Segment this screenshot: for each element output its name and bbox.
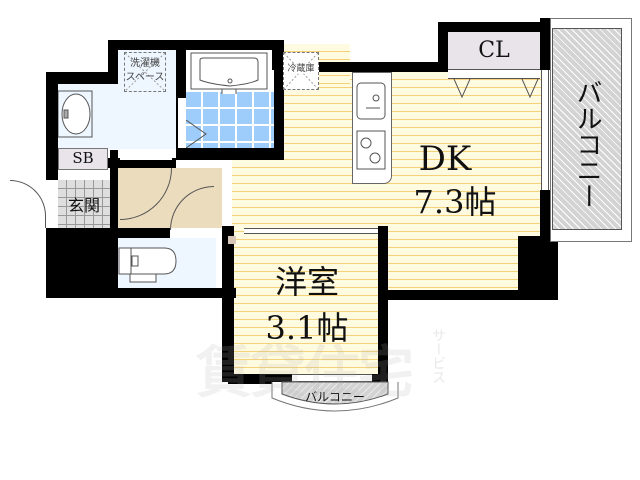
wall-top-left-step bbox=[46, 72, 118, 84]
closet: CL bbox=[448, 32, 540, 70]
wall-bottom-toilet bbox=[46, 288, 236, 298]
sliding-door-western[interactable] bbox=[244, 228, 378, 234]
wall-western-right bbox=[378, 226, 388, 382]
washbasin-icon bbox=[58, 90, 93, 138]
bath-tile-floor bbox=[186, 92, 274, 148]
washer-label-2: スペース bbox=[125, 72, 165, 83]
door-toilet[interactable] bbox=[170, 228, 222, 238]
balcony-east-label: バルコニー bbox=[572, 79, 602, 209]
wall-right-upper bbox=[540, 18, 550, 70]
wall-bath-bottom bbox=[176, 148, 284, 160]
wall-dk-corner-block bbox=[518, 236, 558, 300]
stove-icon bbox=[356, 130, 386, 170]
western-room-size: 3.1帖 bbox=[265, 309, 349, 347]
watermark-main: 賃貸住宅 bbox=[196, 341, 414, 406]
balcony-south-label: バルコニー bbox=[305, 390, 365, 404]
closet-door[interactable] bbox=[448, 70, 540, 79]
bath-door-swing-icon bbox=[186, 120, 207, 148]
toilet-icon bbox=[118, 247, 177, 283]
wall-western-left bbox=[222, 226, 234, 382]
door-entrance[interactable] bbox=[46, 180, 58, 228]
entrance-label: 玄関 bbox=[67, 196, 100, 215]
door-dk[interactable] bbox=[222, 172, 232, 216]
door-entrance-swing bbox=[10, 180, 46, 228]
dk-name: DK bbox=[418, 139, 472, 179]
washer-space: 洗濯機 スペース bbox=[124, 52, 166, 92]
washer-cross-icon bbox=[125, 53, 165, 91]
bathtub-icon bbox=[190, 52, 268, 94]
western-room-floor bbox=[228, 232, 380, 382]
door-bath[interactable] bbox=[178, 98, 186, 148]
closet-label: CL bbox=[478, 38, 510, 63]
wall-bath-divider bbox=[176, 40, 186, 148]
wall-dk-bottom bbox=[380, 290, 558, 300]
wall-left bbox=[46, 72, 58, 180]
wall-kitchen-top bbox=[282, 62, 448, 72]
wall-bath-right bbox=[274, 40, 284, 160]
wall-sb-divider bbox=[110, 150, 118, 238]
wall-right-lower bbox=[540, 190, 550, 240]
wall-top-washer bbox=[108, 40, 280, 50]
sink-icon bbox=[356, 82, 386, 120]
washer-label-1: 洗濯機 bbox=[130, 58, 160, 69]
wall-cl-top bbox=[438, 22, 548, 32]
shoe-box-label: SB bbox=[72, 149, 94, 167]
balcony-south-shape bbox=[271, 381, 399, 412]
door-washroom[interactable] bbox=[120, 150, 172, 160]
fridge-space: 冷蔵庫 bbox=[283, 52, 319, 90]
fridge-label: 冷蔵庫 bbox=[284, 65, 318, 74]
watermark-sub: サービス bbox=[430, 328, 446, 384]
pillar bbox=[228, 236, 236, 244]
entrance-floor bbox=[58, 180, 110, 230]
western-room-name: 洋室 bbox=[274, 263, 339, 301]
dk-size: 7.3帖 bbox=[413, 183, 497, 221]
closet-door-swing-icon bbox=[453, 79, 539, 99]
shoe-box: SB bbox=[58, 148, 108, 170]
balcony-east: バルコニー bbox=[552, 28, 622, 230]
wall-cl-left bbox=[438, 22, 448, 70]
wall-left-lower bbox=[46, 228, 118, 298]
window-east[interactable] bbox=[541, 70, 549, 190]
wall-step-vertical bbox=[108, 40, 118, 84]
